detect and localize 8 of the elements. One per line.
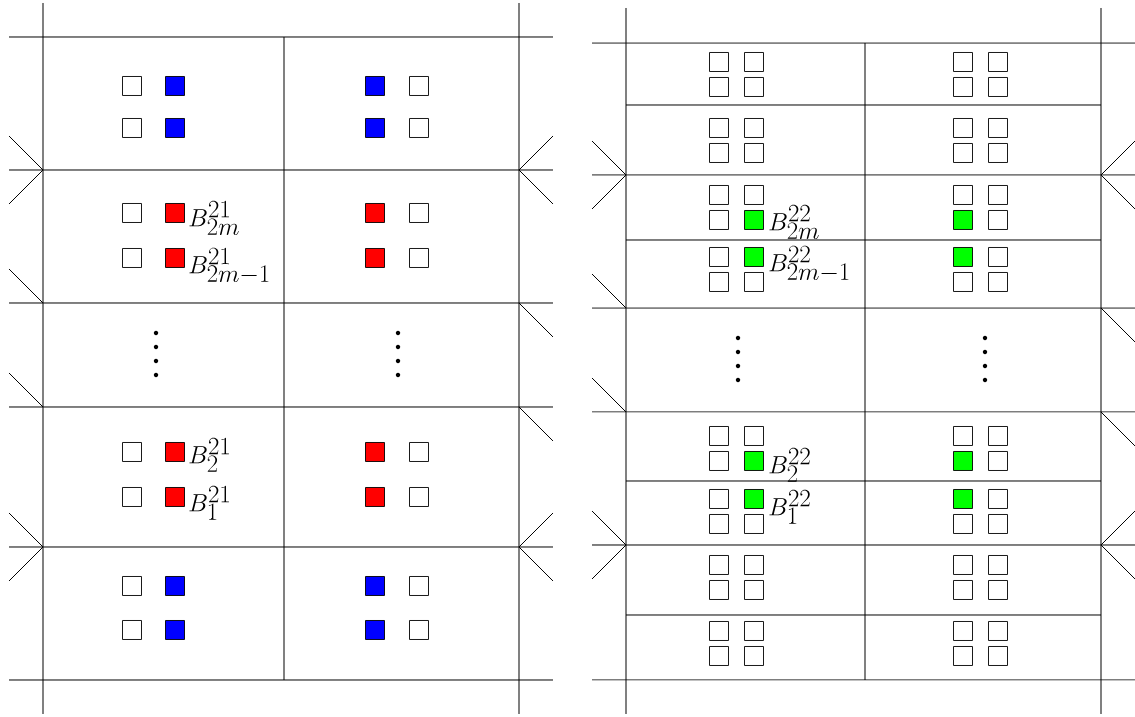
math-label: $B^{22}_{2m-1}$ bbox=[769, 245, 849, 281]
math-label: $B^{21}_{1}$ bbox=[189, 485, 229, 520]
math-label: $B^{21}_{2}$ bbox=[189, 437, 229, 472]
math-label: $B^{21}_{2m}$ bbox=[189, 200, 239, 236]
math-label: $B^{21}_{2m-1}$ bbox=[189, 247, 269, 283]
math-label: $B^{22}_{2}$ bbox=[769, 447, 810, 482]
math-label: $B^{22}_{2m}$ bbox=[769, 204, 819, 240]
math-label: $B^{22}_{1}$ bbox=[769, 489, 810, 524]
